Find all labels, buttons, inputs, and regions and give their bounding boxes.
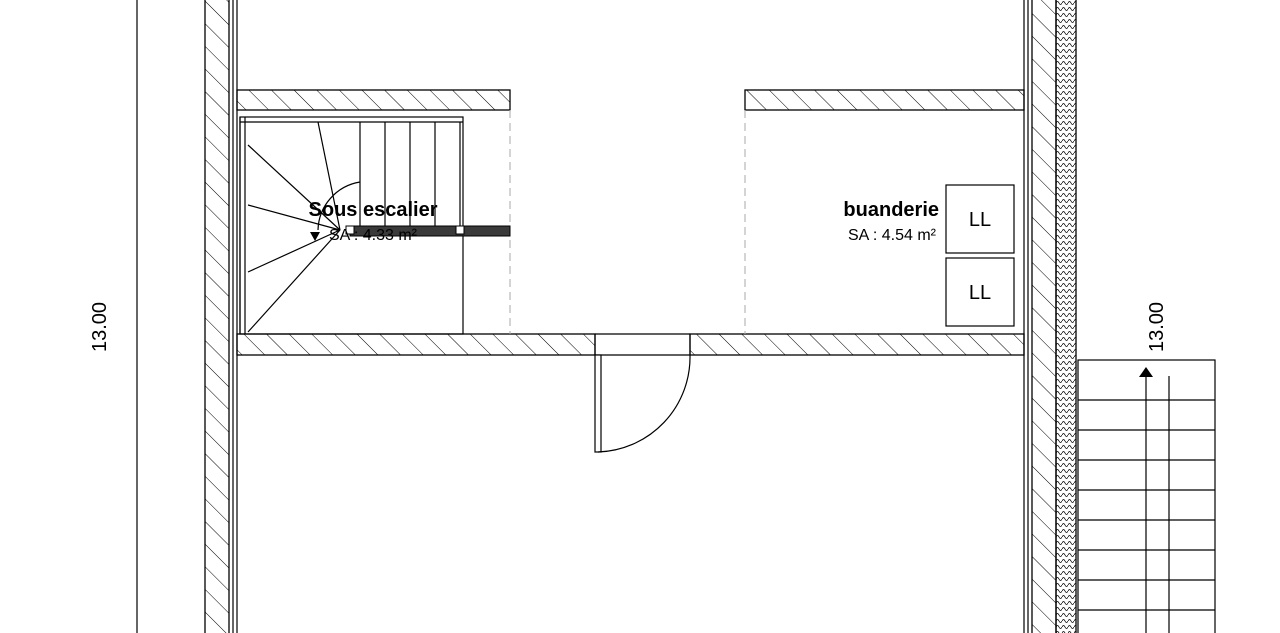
appliance-washer-2: LL (945, 257, 1015, 327)
svg-text:LL: LL (969, 209, 991, 231)
upper-partition-right (744, 89, 1025, 111)
left-exterior-wall (204, 0, 238, 633)
room-name-sous-escalier: Sous escalier (309, 199, 438, 221)
upper-partition-left (236, 89, 511, 111)
doorway-jamb (594, 333, 691, 356)
dimension-label-left: 13.00 (89, 302, 111, 352)
up-arrow-icon (1139, 367, 1153, 377)
exterior-staircase (1077, 359, 1216, 633)
dimension-label-right: 13.00 (1146, 302, 1168, 352)
room-area-buanderie: SA : 4.54 m² (848, 227, 937, 244)
door (594, 354, 691, 453)
lower-partition-right (689, 333, 1025, 356)
staircase (239, 116, 511, 335)
lower-partition-left (236, 333, 596, 356)
room-name-buanderie: buanderie (843, 199, 939, 221)
svg-text:LL: LL (969, 282, 991, 304)
right-exterior-wall (1023, 0, 1077, 633)
room-area-sous-escalier: SA : 4.33 m² (329, 227, 418, 244)
appliance-washer-1: LL (945, 184, 1015, 254)
